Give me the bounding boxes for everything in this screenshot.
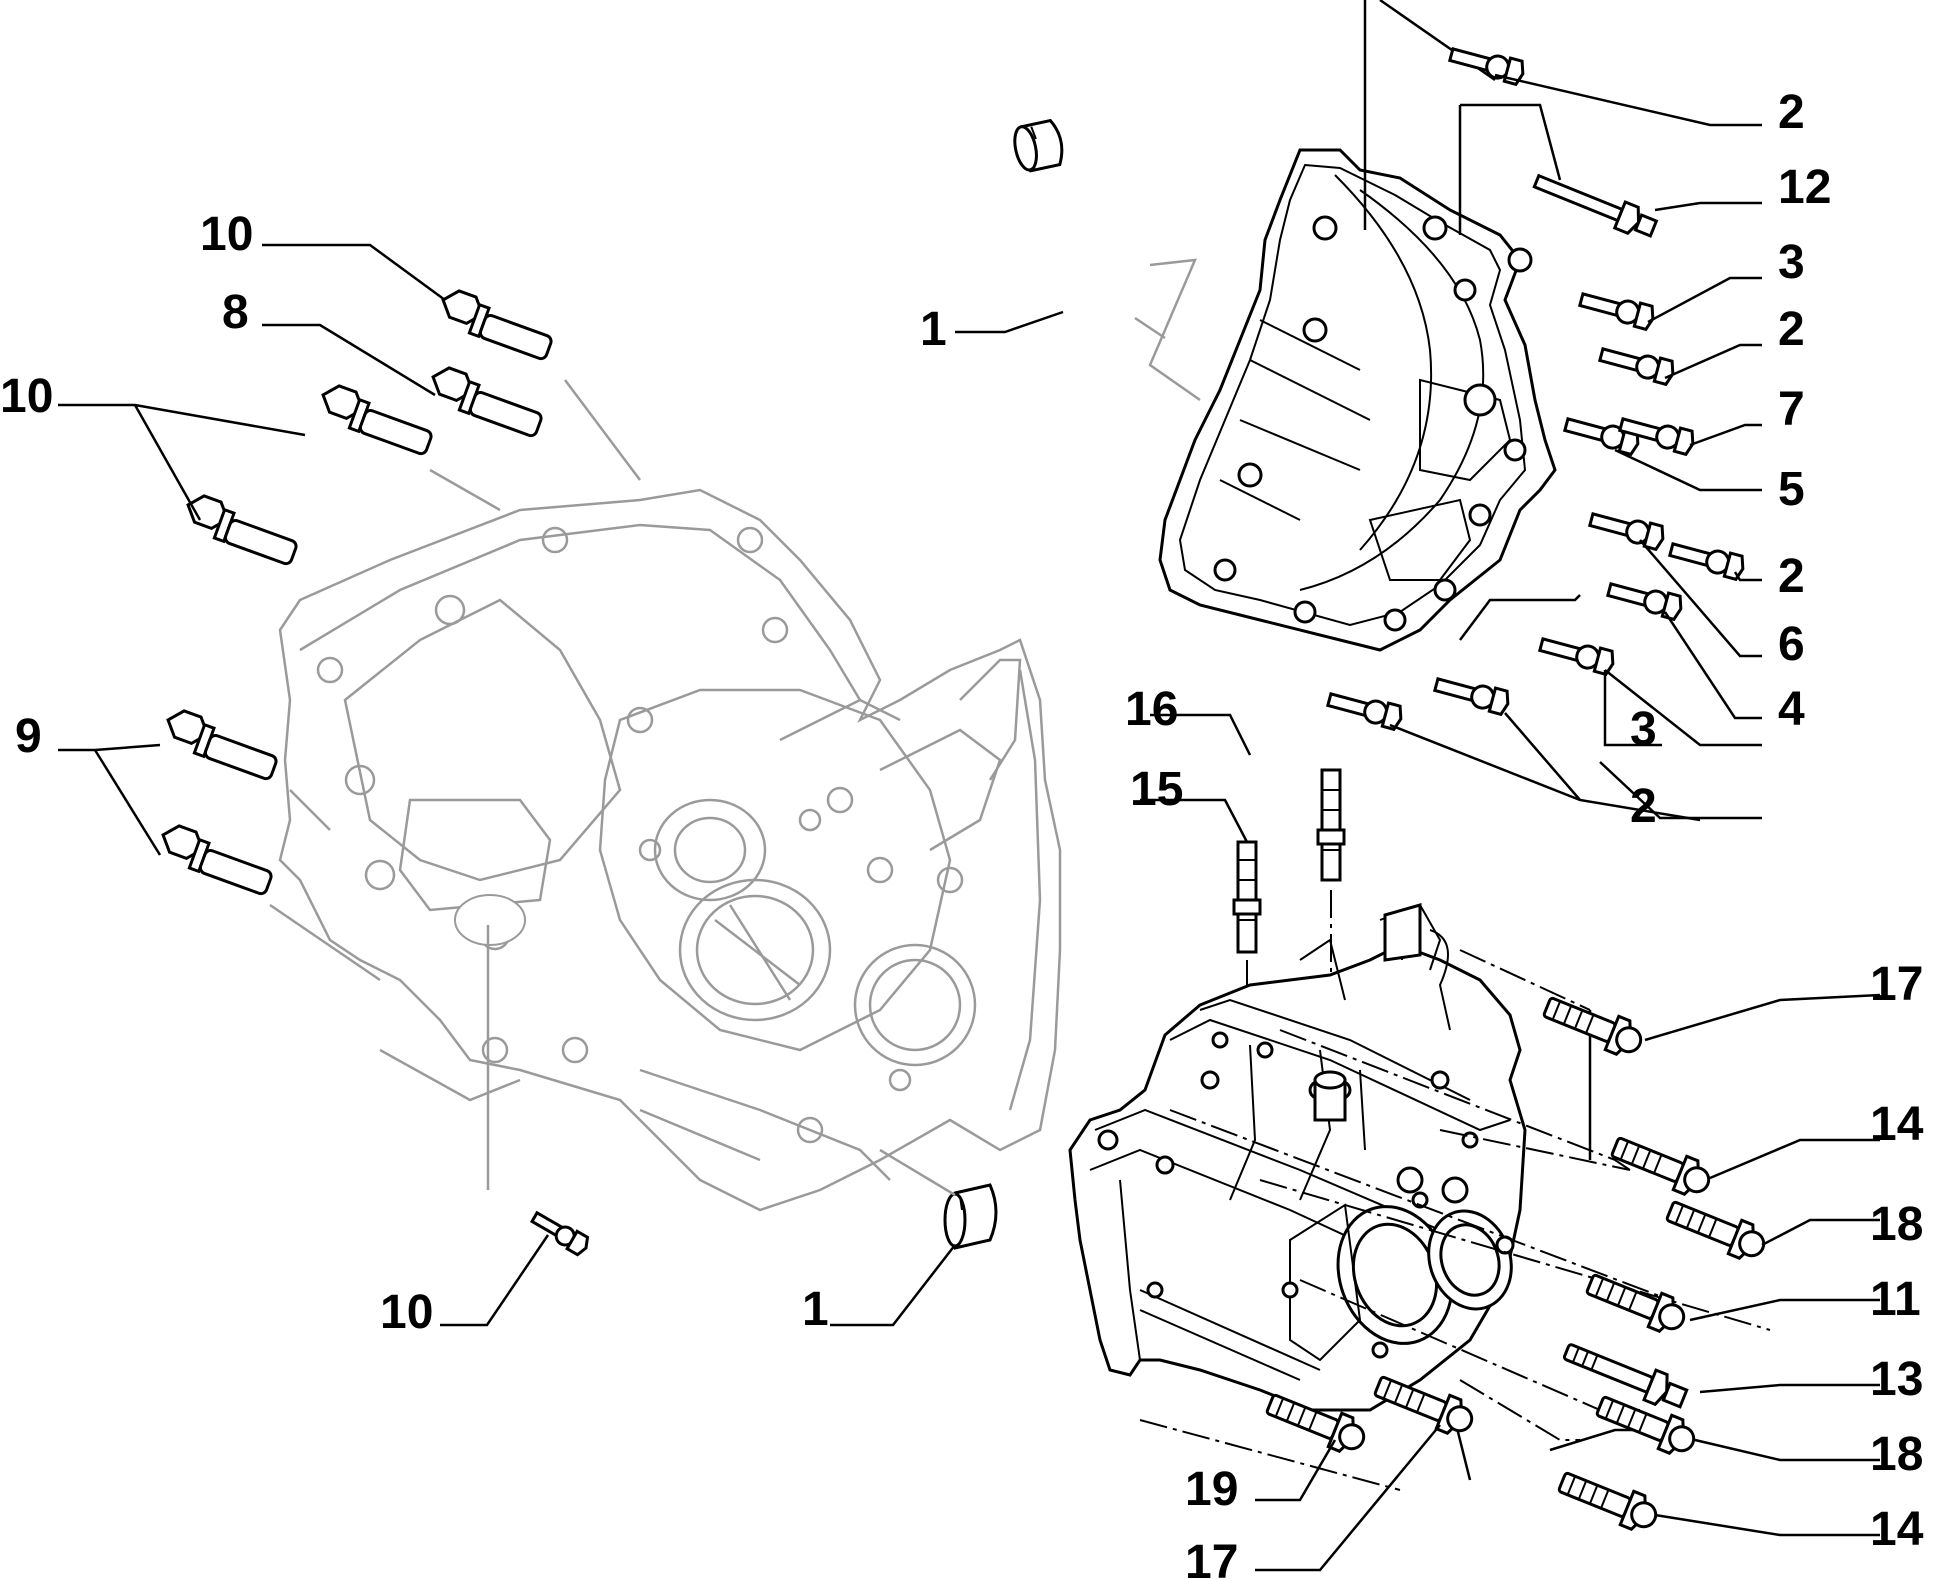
- label-r-2b: 2: [1778, 303, 1805, 356]
- label-bolt-9: 9: [15, 710, 42, 763]
- bolt-icon: [431, 366, 543, 438]
- clutch-housing-ghost: [278, 488, 1062, 1212]
- bolt-icon: [186, 494, 298, 566]
- label-dowel-1-top: 1: [920, 303, 947, 356]
- label-r-5: 5: [1778, 463, 1805, 516]
- bolt-icon: [1325, 692, 1403, 732]
- dowel-bottom: [943, 1183, 998, 1250]
- bolt-icon: [1537, 637, 1615, 677]
- label-r-14b: 14: [1870, 1503, 1924, 1556]
- bolt-icon: [166, 709, 278, 781]
- label-bolt-10-left: 10: [0, 370, 53, 423]
- label-r-3a: 3: [1778, 236, 1805, 289]
- bolt-icon: [161, 824, 273, 896]
- bolt-icon: [1532, 173, 1659, 238]
- label-bolt-8: 8: [222, 286, 249, 339]
- bolt-icon: [1585, 1273, 1686, 1333]
- label-r-17a: 17: [1870, 958, 1923, 1011]
- label-b-19: 19: [1185, 1463, 1238, 1516]
- bolt-icon: [1557, 1471, 1658, 1531]
- stud-15-part: [1232, 840, 1262, 954]
- bolt-icon: [1587, 512, 1665, 552]
- bolt-icon: [1577, 292, 1655, 332]
- label-r-7: 7: [1778, 383, 1805, 436]
- label-r-2c: 2: [1778, 550, 1805, 603]
- housing-bolts: [1265, 996, 1766, 1531]
- bolt-icon: [529, 1210, 590, 1257]
- bolt-icon: [441, 289, 553, 361]
- label-dowel-1-bottom: 1: [802, 1283, 829, 1336]
- bolt-icon: [1432, 677, 1510, 717]
- label-r-12: 12: [1778, 161, 1831, 214]
- label-r-18b: 18: [1870, 1428, 1923, 1481]
- label-r-11: 11: [1870, 1273, 1921, 1326]
- part-number-labels: 10 8 10 9 10 1 1 2 12 3 2 7 5 2 6 4 3 2 …: [0, 86, 1924, 1580]
- bolt-icon: [1667, 542, 1745, 582]
- label-bolt-10-bottom: 10: [380, 1286, 433, 1339]
- housing-bolt-holes: [316, 526, 964, 1144]
- bolt-icon: [1373, 1375, 1474, 1435]
- bolt-icon: [1265, 1393, 1366, 1453]
- label-stud-16: 16: [1125, 683, 1178, 736]
- bolt-icon: [1562, 1343, 1689, 1409]
- label-r-13: 13: [1870, 1353, 1923, 1406]
- label-r-3b: 3: [1630, 703, 1657, 756]
- bolt-icon: [1595, 1395, 1696, 1455]
- label-r-4: 4: [1778, 683, 1805, 736]
- bolt-icon: [1605, 582, 1683, 622]
- stud-16-part: [1316, 768, 1346, 882]
- bolt-icon: [1665, 1200, 1766, 1260]
- label-r-2d: 2: [1630, 780, 1657, 833]
- label-r-2a: 2: [1778, 86, 1805, 139]
- dowel-top: [1013, 118, 1064, 173]
- label-stud-15: 15: [1130, 763, 1183, 816]
- bolt-icon: [321, 384, 433, 456]
- bolt-icon: [1617, 417, 1695, 457]
- label-r-18a: 18: [1870, 1198, 1923, 1251]
- gearbox-housing: [1068, 903, 1527, 1412]
- bolt-icon: [1542, 996, 1643, 1056]
- label-b-17: 17: [1185, 1536, 1238, 1580]
- label-r-6: 6: [1778, 618, 1805, 671]
- rear-cover: [1158, 148, 1557, 652]
- cover-bolt-holes: [1213, 215, 1533, 632]
- small-bolts-top: [1325, 47, 1745, 732]
- leader-lines: [58, 73, 1881, 1572]
- label-bolt-10-top: 10: [200, 208, 253, 261]
- left-bolts: [161, 289, 641, 1257]
- bolt-icon: [1610, 1136, 1711, 1196]
- bolt-icon: [1597, 347, 1675, 387]
- label-r-14a: 14: [1870, 1098, 1924, 1151]
